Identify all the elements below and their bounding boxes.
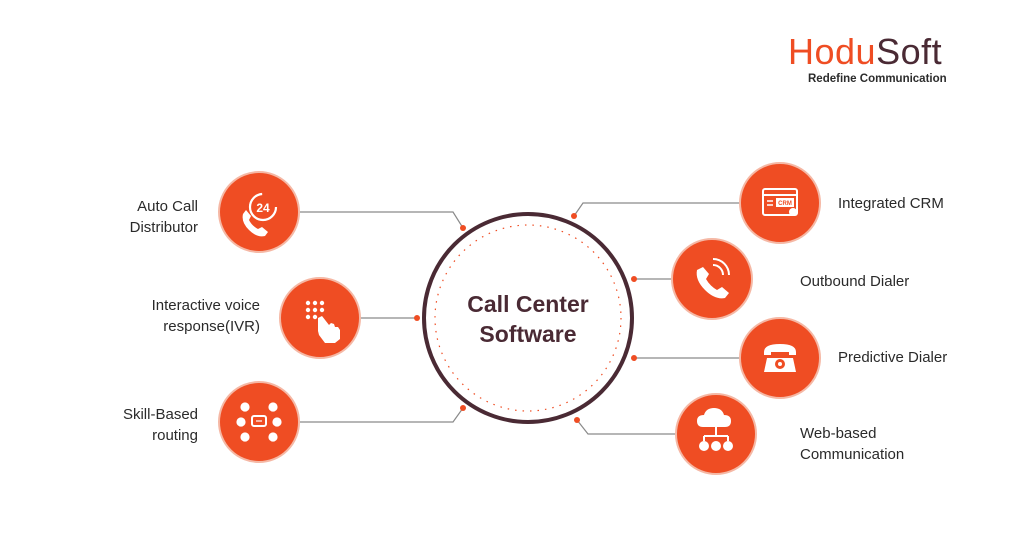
label-web-based-communication: Web-based Communication (800, 425, 905, 463)
keypad-hand-icon (305, 300, 340, 343)
center-ring (422, 212, 634, 424)
desk-phone-icon (764, 344, 796, 372)
label-outbound-dialer: Outbound Dialer (800, 273, 910, 290)
web-based-communication-node (675, 393, 757, 475)
dot-ivr (414, 315, 420, 321)
label-skill-based-routing: Skill-Based routing (122, 406, 198, 444)
dot-auto-call (460, 225, 466, 231)
dot-web-based (574, 417, 580, 423)
network-routing-icon (236, 402, 282, 442)
brand-name-hodu: Hodu (788, 31, 877, 72)
svg-text:24: 24 (256, 201, 270, 215)
integrated-crm-node: CRM (739, 162, 821, 244)
outbound-dialer-node (671, 238, 753, 320)
dot-skill-based (460, 405, 466, 411)
connector-skill-based (300, 407, 464, 423)
svg-text:CRM: CRM (778, 201, 792, 207)
node-circle-outbound (671, 238, 753, 320)
skill-based-routing-node (218, 381, 300, 463)
connector-web-based (576, 419, 676, 435)
connector-auto-call (300, 211, 464, 229)
crm-window-icon: CRM (762, 188, 798, 216)
label-predictive-dialer: Predictive Dialer (838, 349, 948, 366)
auto-call-distributor-node: 24 (218, 171, 300, 253)
dot-predictive (631, 355, 637, 361)
node-circle-skill-based (218, 381, 300, 463)
brand-name-soft: Soft (876, 31, 943, 72)
predictive-dialer-node (739, 317, 821, 399)
brand-wordmark: HoduSoft (788, 32, 988, 72)
center-hub (422, 212, 634, 424)
connector-lines (300, 202, 740, 435)
center-dotted-ring (434, 224, 622, 412)
cloud-network-icon (697, 408, 733, 451)
connector-dots (414, 213, 637, 423)
phone-outgoing-icon (696, 258, 730, 299)
brand-tagline: Redefine Communication (808, 73, 947, 85)
label-auto-call-distributor: Auto Call Distributor (129, 198, 198, 236)
brand-logo: HoduSoft Redefine Communication (788, 32, 988, 86)
label-integrated-crm: Integrated CRM (838, 195, 944, 212)
center-title: Call Center Software (467, 291, 589, 347)
label-ivr: Interactive voice response(IVR) (151, 297, 260, 335)
node-circle-auto-call (218, 171, 300, 253)
phone-24-icon: 24 (242, 192, 278, 237)
dot-crm (571, 213, 577, 219)
connector-crm (573, 202, 740, 217)
dot-outbound (631, 276, 637, 282)
ivr-node (279, 277, 361, 359)
